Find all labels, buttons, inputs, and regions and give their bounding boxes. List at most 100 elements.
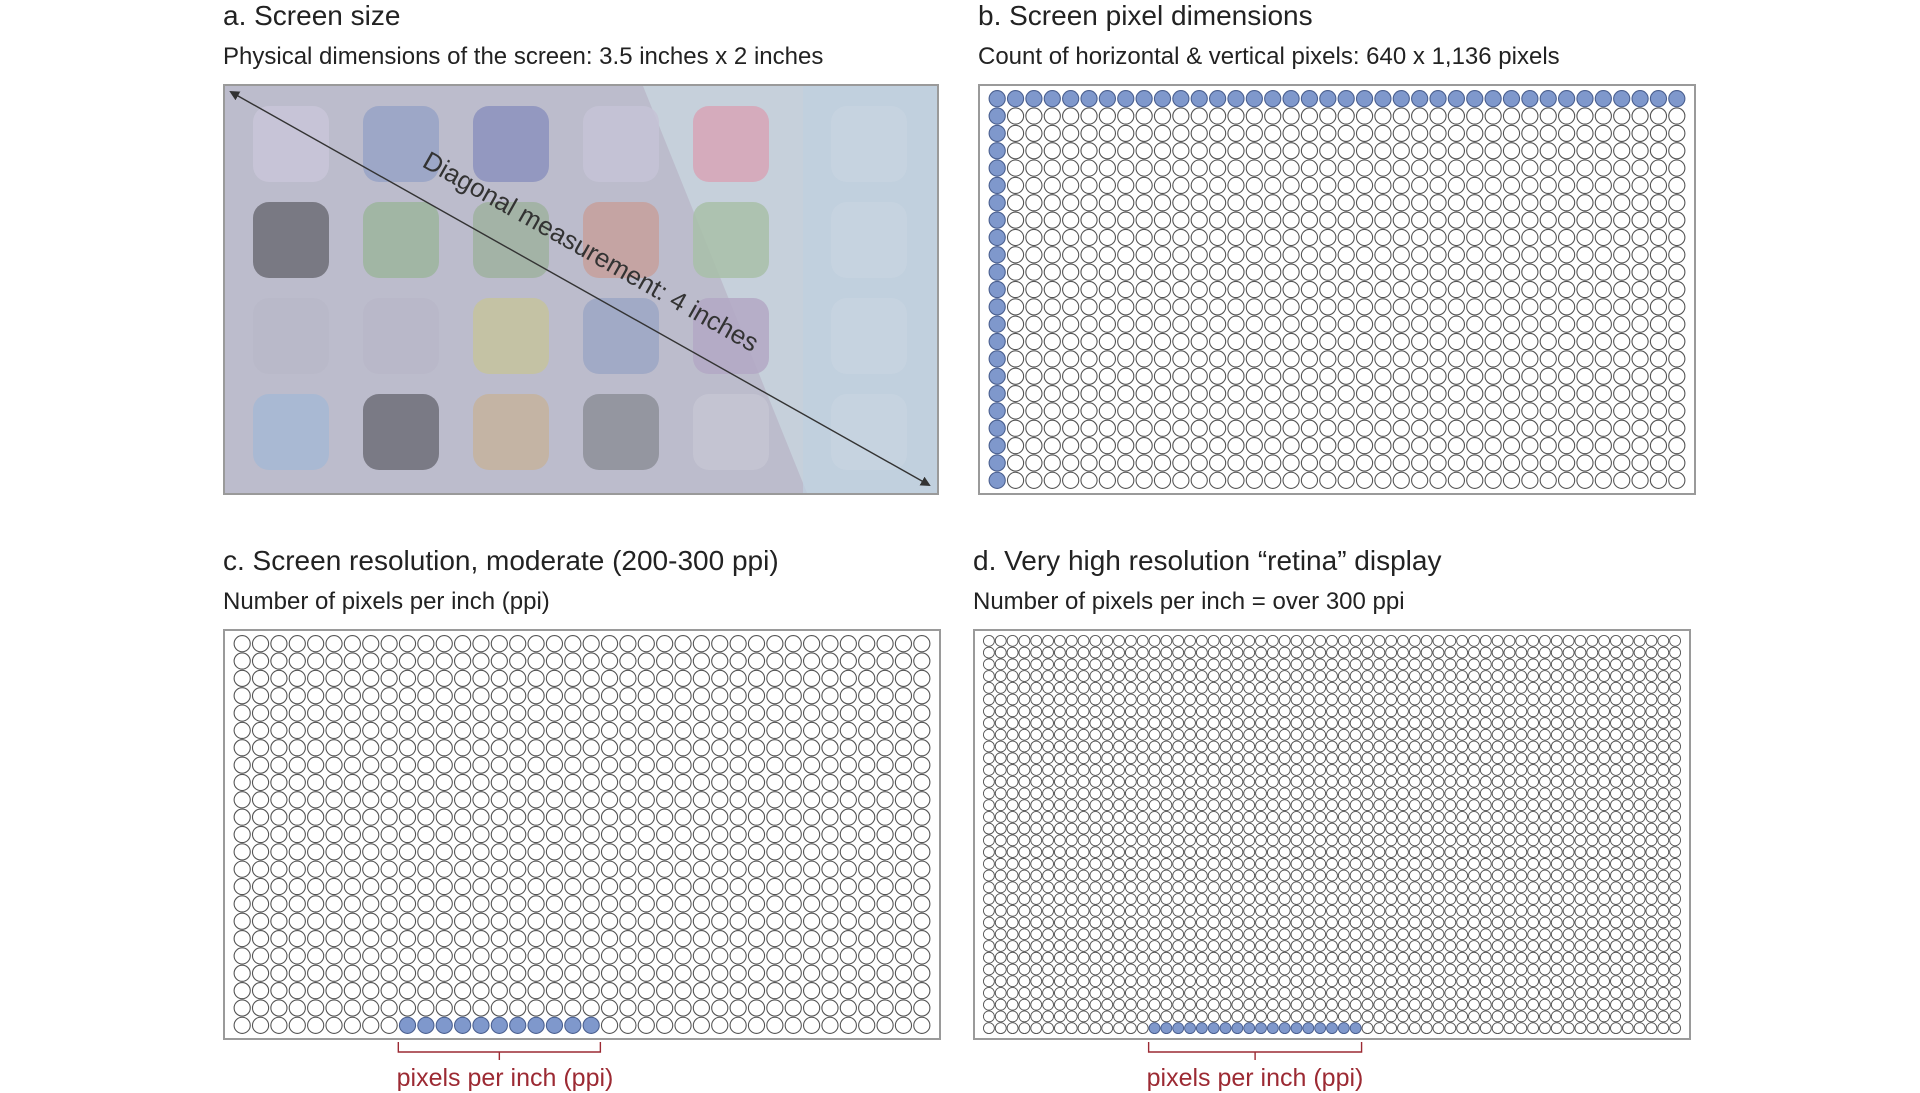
pixel: [1282, 211, 1300, 229]
pixel: [1065, 987, 1078, 999]
pixel: [1444, 940, 1457, 952]
pixel: [1101, 658, 1114, 671]
pixel: [619, 652, 637, 670]
pixel: [1219, 987, 1232, 999]
pixel: [1521, 107, 1539, 125]
pixel: [1484, 280, 1502, 299]
pixel: [711, 982, 729, 1000]
pixel: [858, 721, 876, 740]
pixel: [1243, 916, 1256, 929]
pixel: [1255, 810, 1267, 823]
pixel: [325, 635, 343, 653]
pixel: [1479, 717, 1492, 729]
pixel: [1136, 916, 1149, 929]
app-icon: [831, 394, 907, 470]
pixel: [1089, 705, 1102, 718]
pixel: [1491, 670, 1504, 682]
pixel: [453, 635, 472, 653]
pixel: [1231, 1010, 1244, 1023]
pixel: [1300, 367, 1319, 385]
pixel: [1586, 717, 1599, 729]
pixel: [1302, 928, 1315, 941]
pixel: [398, 721, 417, 740]
pixel: [1527, 998, 1540, 1011]
pixel: [1361, 646, 1374, 659]
pixel: [1420, 881, 1433, 894]
pixel: [1030, 987, 1043, 999]
pixel: [1077, 787, 1090, 800]
pixel: [1539, 1022, 1551, 1035]
highlighted-pixel: [1208, 90, 1227, 108]
pixel: [1491, 752, 1504, 765]
pixel: [1491, 857, 1504, 870]
pixel: [1160, 881, 1173, 894]
pixel: [1255, 1010, 1267, 1023]
pixel: [251, 843, 270, 861]
pixel: [1539, 764, 1551, 776]
pixel: [600, 982, 619, 1000]
pixel: [1326, 717, 1338, 729]
pixel: [1503, 1010, 1516, 1023]
pixel: [1042, 951, 1054, 964]
pixel: [1502, 350, 1521, 368]
pixel: [656, 877, 674, 896]
pixel: [1255, 893, 1267, 905]
pixel: [1420, 681, 1433, 694]
pixel: [1466, 419, 1484, 437]
pixel: [1586, 1010, 1599, 1023]
pixel: [1539, 881, 1551, 894]
pixel: [1610, 857, 1622, 870]
pixel: [1574, 752, 1587, 765]
pixel: [1337, 822, 1350, 835]
pixel: [1411, 142, 1429, 160]
pixel: [766, 704, 784, 722]
pixel: [1042, 670, 1054, 682]
pixel: [1053, 681, 1066, 694]
pixel: [1576, 315, 1594, 333]
pixel: [1539, 646, 1551, 659]
pixel: [1586, 693, 1599, 706]
pixel: [913, 877, 931, 896]
pixel: [821, 756, 839, 774]
pixel: [1633, 705, 1646, 718]
pixel: [1080, 246, 1098, 264]
pixel: [1160, 799, 1173, 812]
pixel: [1337, 764, 1350, 776]
pixel: [1077, 810, 1090, 823]
pixel: [1645, 951, 1658, 964]
pixel: [1172, 705, 1185, 718]
pixel: [1385, 799, 1398, 812]
pixel: [1408, 1010, 1421, 1023]
pixel: [1633, 857, 1646, 870]
pixel: [1397, 987, 1409, 999]
pixel: [1326, 951, 1338, 964]
pixel: [1314, 634, 1327, 647]
pixel: [1576, 332, 1594, 351]
pixel: [600, 687, 619, 705]
pixel: [1432, 834, 1445, 847]
pixel: [656, 652, 674, 670]
pixel: [1361, 951, 1374, 964]
app-icon: [473, 394, 549, 470]
pixel: [288, 860, 306, 878]
pixel: [1117, 350, 1135, 368]
pixel: [821, 704, 839, 722]
pixel: [1302, 881, 1315, 894]
pixel: [1124, 1010, 1137, 1023]
pixel: [1207, 893, 1220, 905]
pixel: [1515, 869, 1528, 882]
highlighted-pixel: [1062, 90, 1080, 108]
pixel: [1098, 246, 1117, 264]
pixel: [1594, 437, 1612, 455]
pixel: [1282, 176, 1300, 195]
pixel: [1113, 975, 1125, 988]
pixel: [1018, 822, 1031, 835]
pixel: [1349, 728, 1362, 741]
pixel: [1502, 332, 1521, 351]
pixel: [1136, 810, 1149, 823]
pixel: [1468, 752, 1480, 765]
pixel: [1539, 419, 1557, 437]
pixel: [1172, 799, 1185, 812]
pixel: [1135, 124, 1153, 142]
pixel: [1043, 384, 1061, 403]
